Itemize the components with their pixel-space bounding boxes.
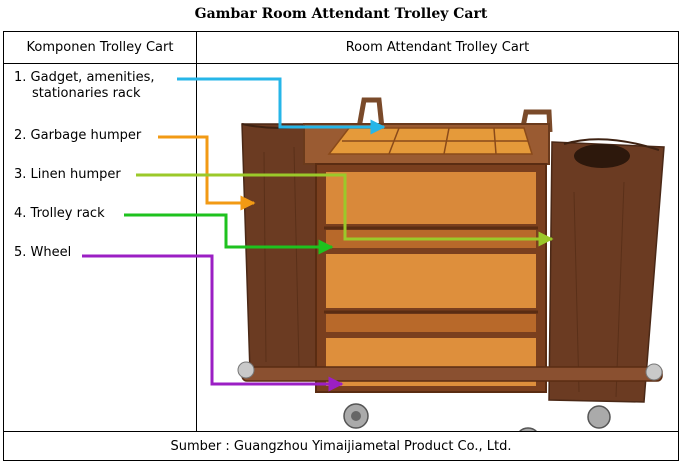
component-label-rack: 1. Gadget, amenities, bbox=[14, 70, 155, 85]
component-item-linen: 3. Linen humper bbox=[14, 167, 121, 182]
page-title: Gambar Room Attendant Trolley Cart bbox=[194, 6, 488, 22]
component-item-trolley-rack: 4. Trolley rack bbox=[14, 206, 105, 221]
component-label-rack-cont: stationaries rack bbox=[32, 86, 141, 101]
source-footer: Sumber : Guangzhou Yimaijiametal Product… bbox=[4, 431, 678, 460]
components-list: 1. Gadget, amenities, stationaries rack … bbox=[4, 64, 197, 431]
header-components: Komponen Trolley Cart bbox=[4, 32, 197, 64]
trolley-illustration bbox=[237, 97, 665, 431]
component-item-rack: 1. Gadget, amenities, stationaries rack bbox=[14, 70, 155, 102]
trolley-image-cell bbox=[197, 64, 678, 431]
component-item-garbage: 2. Garbage humper bbox=[14, 128, 142, 143]
components-table: Komponen Trolley Cart Room Attendant Tro… bbox=[3, 31, 679, 461]
header-trolley-image: Room Attendant Trolley Cart bbox=[197, 32, 678, 64]
component-item-wheel: 5. Wheel bbox=[14, 245, 72, 260]
